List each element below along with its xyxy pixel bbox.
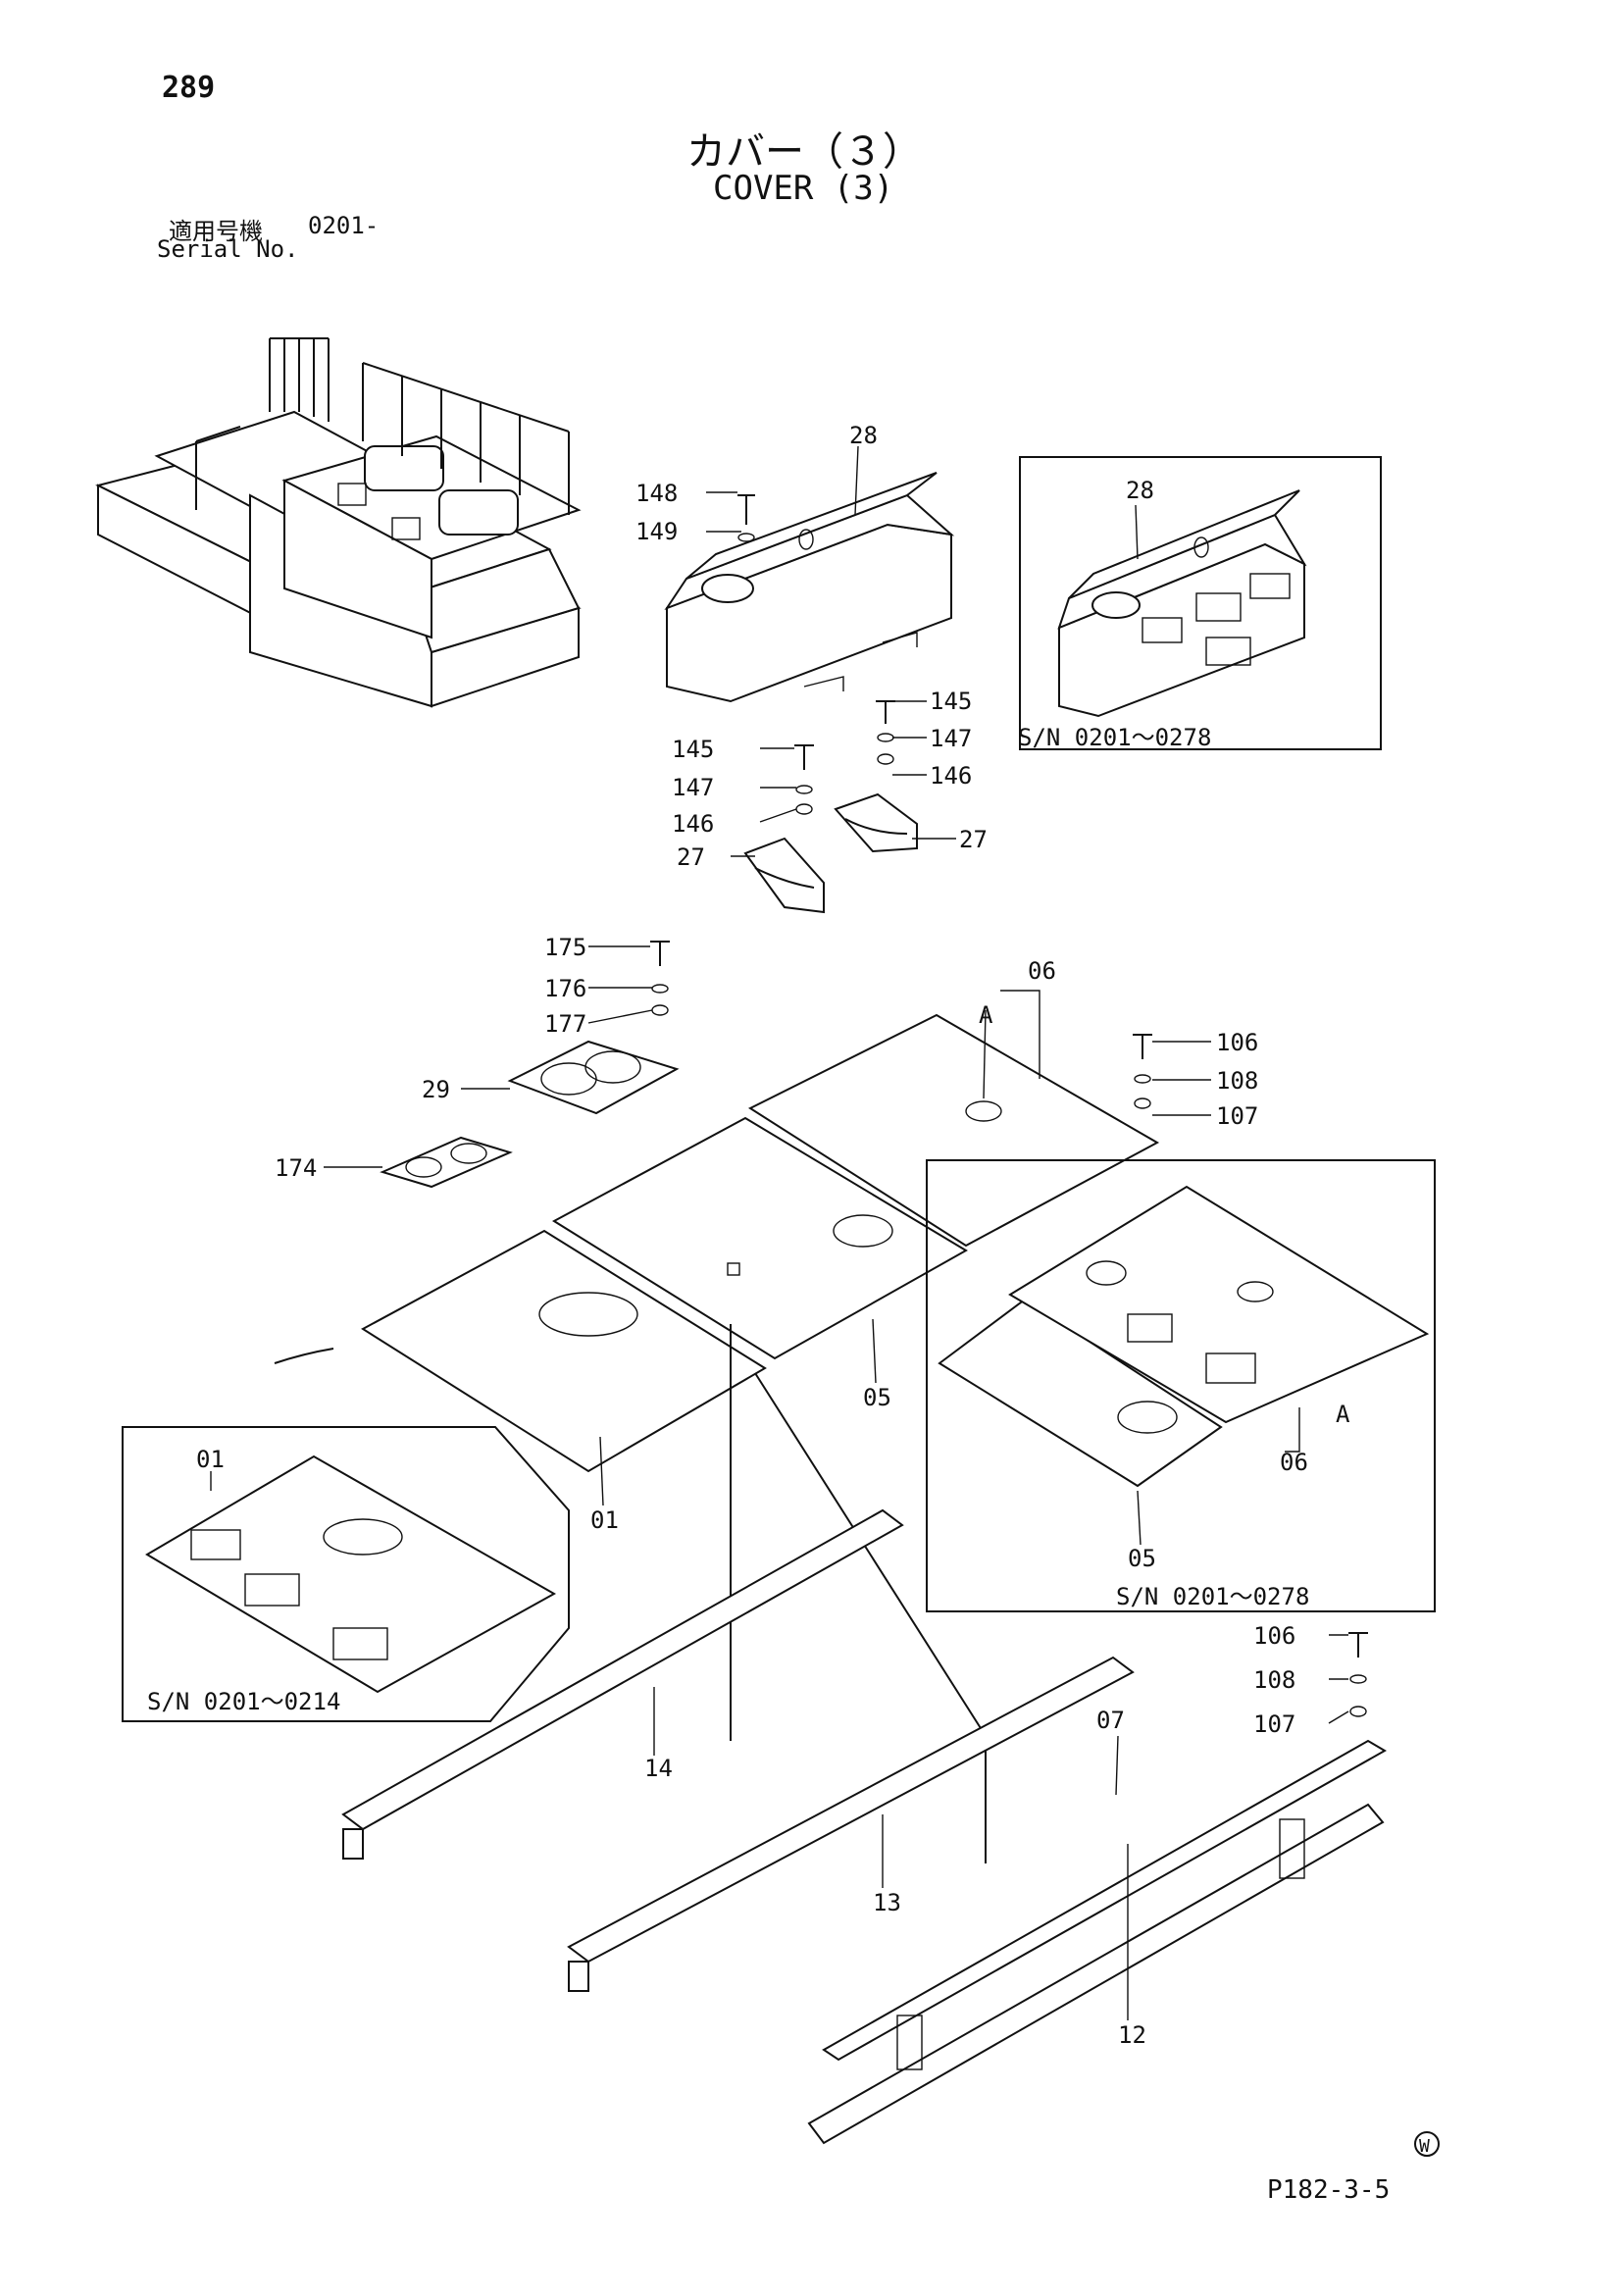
callout-01-inset: 01 xyxy=(196,1446,225,1473)
callout-labels: 148 149 28 28 145 147 146 145 147 146 27… xyxy=(196,422,1350,2049)
plate-29-174-illustration xyxy=(380,1040,680,1189)
inset-panel-01-variant xyxy=(122,1348,570,1722)
callout-07: 07 xyxy=(1096,1707,1125,1734)
page-title-japanese: カバー（３） xyxy=(686,129,922,175)
floor-panels-illustration xyxy=(361,1013,1160,1863)
callout-05-inset: 05 xyxy=(1128,1545,1156,1572)
cover-28-illustration xyxy=(664,472,955,703)
inset-serial-label-top: S/N 0201～0278 xyxy=(1018,724,1211,751)
callout-146-a: 146 xyxy=(672,810,714,838)
callout-28: 28 xyxy=(849,422,878,449)
rails-illustration xyxy=(341,1508,1388,2145)
page-number: 289 xyxy=(162,71,216,105)
callout-108: 108 xyxy=(1216,1067,1258,1095)
callout-107-b: 107 xyxy=(1253,1710,1295,1738)
callout-13: 13 xyxy=(873,1889,901,1916)
callout-147-b: 147 xyxy=(930,725,972,752)
callout-176: 176 xyxy=(544,975,586,1002)
callout-01: 01 xyxy=(590,1506,619,1534)
callout-27-b: 27 xyxy=(959,826,988,853)
serial-label-japanese: 適用号機 xyxy=(169,218,263,245)
callout-145-a: 145 xyxy=(672,736,714,763)
callout-29: 29 xyxy=(422,1076,450,1103)
serial-label: Serial No. xyxy=(157,235,299,263)
callout-149: 149 xyxy=(635,518,678,545)
page-title: COVER (3) xyxy=(713,169,894,208)
inset-serial-label-mid: S/N 0201～0278 xyxy=(1116,1583,1309,1610)
watermark-symbol: W xyxy=(1419,2136,1430,2157)
inset-serial-label-left: S/N 0201～0214 xyxy=(147,1688,340,1715)
callout-27-a: 27 xyxy=(677,843,705,871)
callout-106: 106 xyxy=(1216,1029,1258,1056)
watermark-circle xyxy=(1414,2131,1440,2157)
callout-174: 174 xyxy=(275,1154,317,1182)
callout-145-b: 145 xyxy=(930,688,972,715)
callout-147-a: 147 xyxy=(672,774,714,801)
callout-28-inset: 28 xyxy=(1126,477,1154,504)
leader-lines xyxy=(210,445,1349,2020)
callout-146-b: 146 xyxy=(930,762,972,790)
callout-a-inset: A xyxy=(1336,1401,1350,1428)
machine-overview-illustration xyxy=(95,337,582,708)
callout-06-inset: 06 xyxy=(1280,1449,1308,1476)
callout-12: 12 xyxy=(1118,2021,1146,2049)
inset-cover-28-variant xyxy=(1019,456,1382,750)
callout-148: 148 xyxy=(635,480,678,507)
serial-range: 0201- xyxy=(308,212,380,239)
callout-107: 107 xyxy=(1216,1102,1258,1130)
callout-a: A xyxy=(979,1001,993,1029)
callout-108-b: 108 xyxy=(1253,1666,1295,1694)
callout-14: 14 xyxy=(644,1755,673,1782)
callout-175: 175 xyxy=(544,934,586,961)
inset-floor-panel-variant xyxy=(926,1159,1436,1612)
callout-06: 06 xyxy=(1028,957,1056,985)
bracket-27-illustration xyxy=(650,494,1368,1717)
callout-05: 05 xyxy=(863,1384,891,1411)
callout-106-b: 106 xyxy=(1253,1622,1295,1650)
callout-177: 177 xyxy=(544,1010,586,1038)
drawing-code: P182-3-5 xyxy=(1267,2175,1391,2205)
